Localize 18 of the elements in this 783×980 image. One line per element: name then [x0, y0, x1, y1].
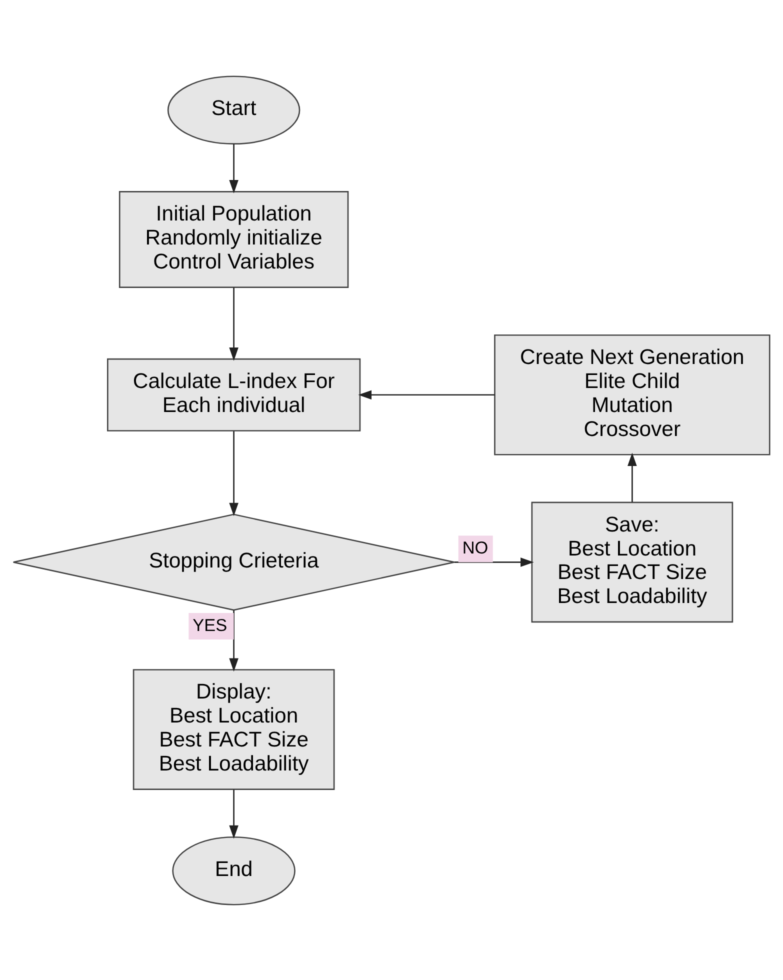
node-box: Calculate L-index For Each individual — [107, 358, 361, 431]
node-box: Create Next Generation Elite Child Mutation Crossover — [494, 334, 770, 455]
node-ellipse: End — [172, 836, 296, 905]
node-diamond: Stopping Crieteria — [12, 513, 455, 610]
node-box: Initial Population Randomly initialize Control Variables — [118, 190, 349, 288]
arrow — [628, 452, 637, 502]
edge-label: YES — [192, 614, 228, 634]
node-ellipse: Start — [167, 75, 300, 144]
arrow — [454, 557, 534, 566]
arrow — [358, 390, 495, 400]
arrow — [229, 789, 238, 838]
edge-label: NO — [462, 536, 488, 557]
node-box: Save: Best Location Best FACT Size Best Loadability — [531, 501, 734, 622]
arrow — [229, 287, 238, 360]
arrow — [229, 144, 238, 193]
node-box: Display: Best Location Best FACT Size Best Loadability — [132, 668, 335, 790]
arrow — [229, 430, 238, 516]
arrow — [229, 610, 238, 672]
